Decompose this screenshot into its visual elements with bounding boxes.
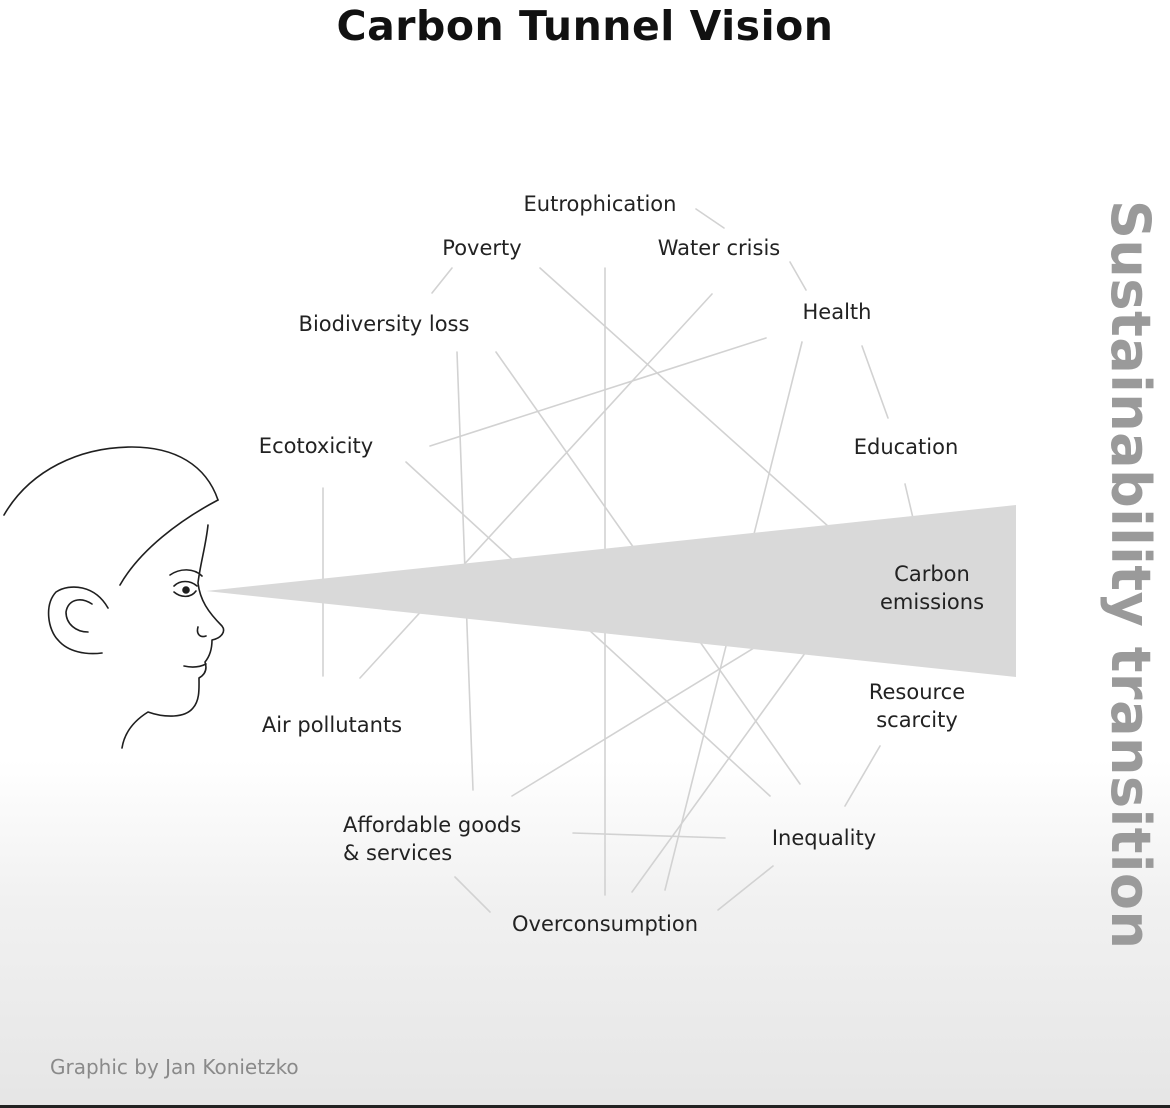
edge-affordable-overconsumption xyxy=(454,876,491,913)
page-title: Carbon Tunnel Vision xyxy=(336,2,834,50)
edge-poverty-carbon xyxy=(539,267,859,554)
edge-inequality-overconsumption xyxy=(717,865,774,911)
ear xyxy=(47,586,109,655)
node-eutrophication: Eutrophication xyxy=(523,192,677,216)
node-education: Education xyxy=(853,435,959,459)
node-inequality: Inequality xyxy=(771,826,877,850)
head-outline xyxy=(3,446,219,516)
node-carbon-emissions: Carbon emissions xyxy=(879,562,985,614)
node-resource-scarcity: Resource scarcity xyxy=(868,680,966,732)
edge-water-health xyxy=(789,261,807,291)
eye-pupil xyxy=(182,586,190,594)
edge-eutrophication-water xyxy=(695,208,725,229)
edge-health-education xyxy=(861,345,889,419)
hairline xyxy=(119,499,219,586)
bottom-divider xyxy=(0,1105,1170,1108)
eye-lower xyxy=(173,590,197,598)
mouth xyxy=(183,663,207,668)
node-overconsumption: Overconsumption xyxy=(511,912,699,936)
eyebrow xyxy=(169,569,203,577)
face-profile xyxy=(121,524,225,749)
node-affordable-goods: Affordable goods & services xyxy=(343,813,522,865)
sustainability-transition-label: Sustainability transition xyxy=(1099,200,1162,950)
edge-health-ecotoxicity xyxy=(429,337,767,447)
edge-water-air xyxy=(359,293,713,679)
nostril xyxy=(196,626,207,638)
credit-text: Graphic by Jan Konietzko xyxy=(50,1055,299,1079)
node-air-pollutants: Air pollutants xyxy=(261,713,403,737)
eye-upper xyxy=(173,580,198,587)
edge-resource-inequality xyxy=(844,745,881,807)
node-ecotoxicity: Ecotoxicity xyxy=(258,434,374,458)
node-water-crisis: Water crisis xyxy=(657,236,781,260)
node-biodiversity-loss: Biodiversity loss xyxy=(298,312,470,336)
node-poverty: Poverty xyxy=(442,236,522,260)
ear-inner xyxy=(65,599,93,633)
edge-poverty-biodiversity xyxy=(431,267,453,294)
node-health: Health xyxy=(802,300,872,324)
edge-affordable-inequality xyxy=(572,832,726,839)
